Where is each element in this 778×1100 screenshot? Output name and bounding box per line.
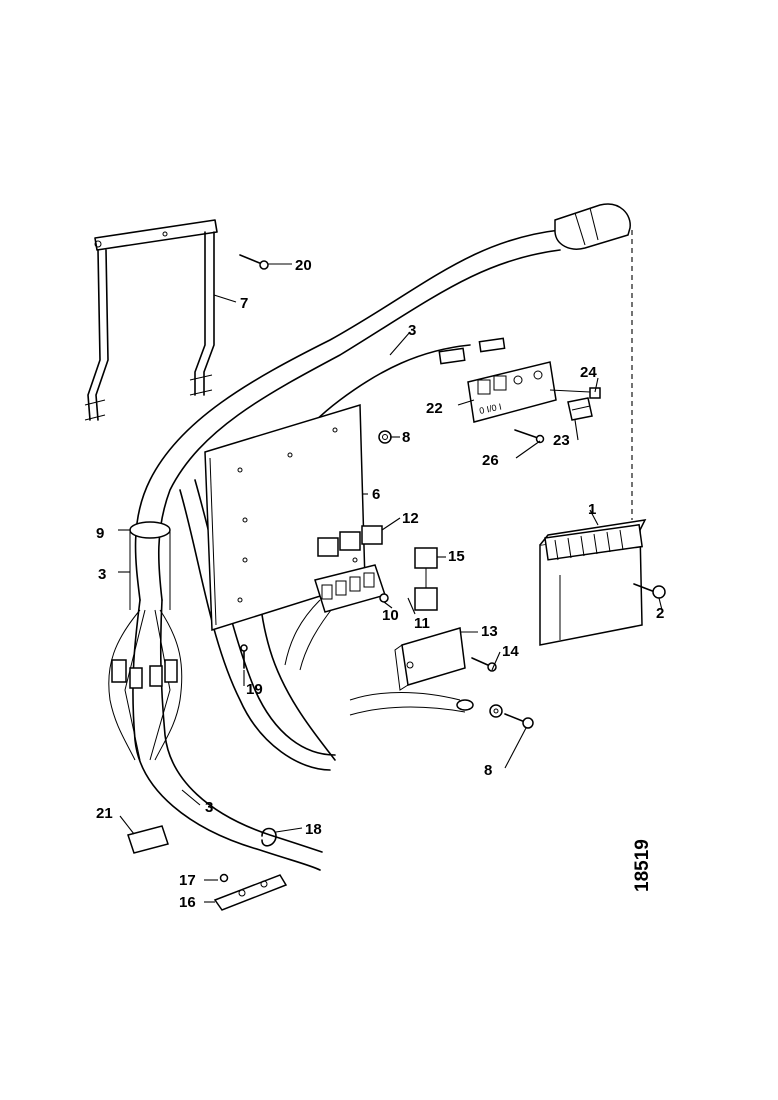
switch-panel: 0 I/0 I — [467, 361, 557, 423]
callout-14: 14 — [502, 643, 519, 660]
callout-8-lower: 8 — [484, 762, 492, 779]
relay-group — [317, 525, 383, 557]
callout-12: 12 — [402, 510, 419, 527]
callout-21: 21 — [96, 805, 113, 822]
support-frame — [84, 219, 218, 421]
callout-2: 2 — [656, 605, 664, 622]
indicator-bulb — [549, 387, 601, 399]
control-unit — [394, 627, 466, 691]
callout-1: 1 — [588, 501, 596, 518]
callout-7: 7 — [240, 295, 248, 312]
screws-and-nuts — [219, 254, 666, 883]
callout-11: 11 — [414, 615, 430, 632]
callout-6: 6 — [372, 486, 380, 503]
terminal-cover — [127, 825, 169, 854]
callout-3-bottom: 3 — [205, 799, 213, 816]
leader-lines — [118, 263, 663, 903]
callout-17: 17 — [179, 872, 196, 889]
callout-26: 26 — [482, 452, 499, 469]
fuse-box — [539, 519, 647, 646]
callout-19: 19 — [246, 681, 263, 698]
callout-22: 22 — [426, 400, 443, 417]
panel-marking: 0 I/0 I — [478, 401, 502, 415]
callout-labels: 1 2 3 3 3 6 7 8 8 9 10 11 12 13 14 15 16… — [96, 257, 664, 911]
callout-15: 15 — [448, 548, 465, 565]
callout-18: 18 — [305, 821, 322, 838]
callout-3-left: 3 — [98, 566, 106, 583]
callout-24: 24 — [580, 364, 597, 381]
callout-8-upper: 8 — [402, 429, 410, 446]
callout-13: 13 — [481, 623, 498, 640]
callout-3-top: 3 — [408, 322, 416, 339]
small-relay — [414, 547, 438, 611]
callout-10: 10 — [382, 607, 399, 624]
callout-16: 16 — [179, 894, 196, 911]
callout-23: 23 — [553, 432, 570, 449]
callout-20: 20 — [295, 257, 312, 274]
rocker-switch — [567, 397, 593, 421]
cable-clip — [261, 827, 277, 847]
drawing-number: 18519 — [632, 839, 653, 892]
callout-9: 9 — [96, 525, 104, 542]
cable-bracket — [213, 874, 288, 911]
